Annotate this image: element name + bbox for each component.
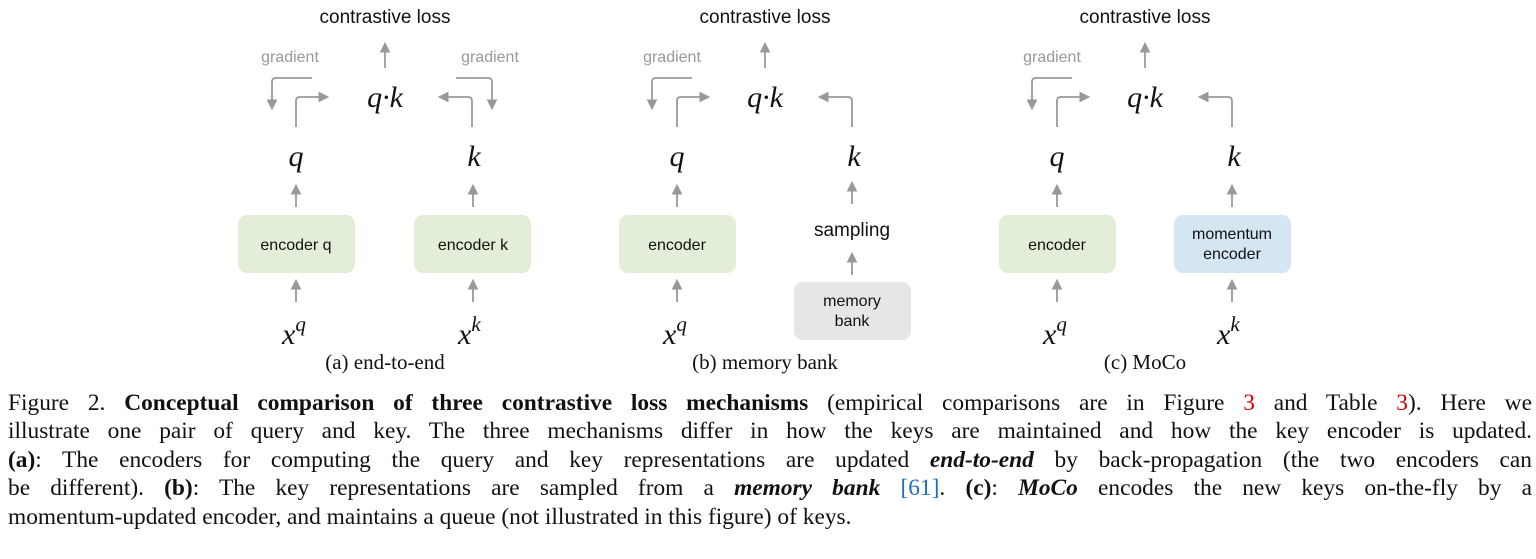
panel-c-q: q (1050, 140, 1065, 173)
panel-a-k: k (467, 140, 481, 173)
panel-b-dot-product: q·k (747, 81, 784, 114)
caption-figure-number: Figure 2. (8, 390, 106, 416)
caption-text: : The encoders for computing the query a… (35, 446, 910, 473)
panel-b-encoder-box (619, 215, 736, 273)
caption-emph-end-to-end: end-to-end (929, 446, 1034, 473)
panel-a-label: (a) end-to-end (325, 350, 445, 374)
panel-a-xk: xk (457, 312, 481, 351)
panel-a-encoder-q-box (238, 215, 355, 273)
caption-marker-b: (b) (164, 475, 193, 502)
caption-marker-a: (a) (8, 446, 36, 473)
caption-text: : The key representations are sampled fr… (192, 475, 714, 502)
panel-a-gradient-right-arrow (456, 77, 498, 111)
panel-a-xq: xq (281, 312, 306, 351)
panel-c-label: (c) MoCo (1104, 350, 1186, 374)
caption-emph-moco: MoCo (1018, 475, 1078, 502)
table-3-link[interactable]: 3 (1396, 390, 1408, 416)
caption-text: by back-propagation (the two encoders ca… (1054, 446, 1532, 473)
panel-c-gradient-left-arrow (1026, 77, 1072, 111)
panel-a-gradient-right: gradient (461, 49, 519, 66)
panel-b-loss-title: contrastive loss (700, 7, 831, 28)
caption-text: and Table (1273, 390, 1378, 416)
caption-line-2: illustrate one pair of query and key. Th… (8, 418, 1532, 445)
caption-line-3: (a): The encoders for computing the quer… (8, 446, 1532, 474)
panel-a-encoder-k-box (414, 215, 531, 273)
panel-a-loss-title: contrastive loss (320, 7, 451, 28)
panel-c-gradient-left: gradient (1023, 49, 1081, 66)
figure-diagram: contrastive loss gradient gradient q·k q… (238, 7, 1291, 374)
panel-b-xq: xq (662, 312, 687, 351)
caption-text: . (939, 475, 946, 502)
panel-a-k-to-dot-arrow (437, 91, 473, 127)
caption-text: : (991, 475, 998, 502)
figure-3-link[interactable]: 3 (1243, 390, 1255, 416)
panel-b-q: q (670, 140, 685, 173)
caption-text: ). Here we (1408, 390, 1532, 416)
caption-text: encodes the new keys on-the-fly by a (1098, 475, 1532, 502)
panel-c-xq: xq (1042, 312, 1067, 351)
panel-a-gradient-left-arrow (266, 77, 312, 111)
panel-b-encoder-label: encoder (648, 237, 706, 254)
panel-b-sampling: sampling (814, 220, 890, 241)
panel-a-dot-product: q·k (367, 81, 404, 114)
panel-b-k-to-dot-arrow (817, 91, 853, 127)
figure-caption: Figure 2. Conceptual comparison of three… (8, 389, 1532, 531)
caption-marker-c: (c) (965, 475, 992, 502)
citation-61-link[interactable]: [61] (900, 475, 940, 502)
panel-c-xk: xk (1216, 312, 1240, 351)
panel-a-q-to-dot-arrow (295, 91, 330, 127)
panel-b-q-to-dot-arrow (676, 91, 711, 127)
caption-line-1: Figure 2. Conceptual comparison of three… (8, 389, 1532, 417)
panel-c-encoder-box (999, 215, 1116, 273)
caption-title: Conceptual comparison of three contrasti… (124, 390, 809, 416)
caption-line-4: be different). (b): The key representati… (8, 474, 1532, 502)
panel-b-gradient-left: gradient (643, 49, 701, 66)
panel-c-loss-title: contrastive loss (1080, 7, 1211, 28)
panel-c-encoder-label: encoder (1028, 237, 1086, 254)
panel-b: contrastive loss gradient q·k q k encode… (619, 7, 911, 374)
panel-b-k: k (847, 140, 861, 173)
caption-emph-memory-bank: memory bank (734, 475, 881, 502)
panel-c: contrastive loss gradient q·k q k encode… (999, 7, 1291, 374)
panel-a-gradient-left: gradient (261, 49, 319, 66)
panel-c-k: k (1227, 140, 1241, 173)
panel-a-q: q (289, 140, 304, 173)
caption-line-5: momentum-updated encoder, and maintains … (8, 503, 852, 530)
panel-c-k-to-dot-arrow (1197, 91, 1233, 127)
panel-a-encoder-k-label: encoder k (438, 237, 509, 254)
panel-c-momentum-encoder-box (1174, 215, 1291, 273)
panel-b-label: (b) memory bank (692, 350, 838, 374)
caption-text: (empirical comparisons are in Figure (827, 390, 1225, 416)
panel-c-q-to-dot-arrow (1056, 91, 1091, 127)
panel-c-dot-product: q·k (1127, 81, 1164, 114)
caption-text: be different). (8, 475, 144, 502)
panel-b-gradient-left-arrow (646, 77, 692, 111)
panel-a: contrastive loss gradient gradient q·k q… (238, 7, 531, 374)
panel-b-memory-bank-box (794, 282, 911, 340)
panel-a-encoder-q-label: encoder q (260, 237, 331, 254)
